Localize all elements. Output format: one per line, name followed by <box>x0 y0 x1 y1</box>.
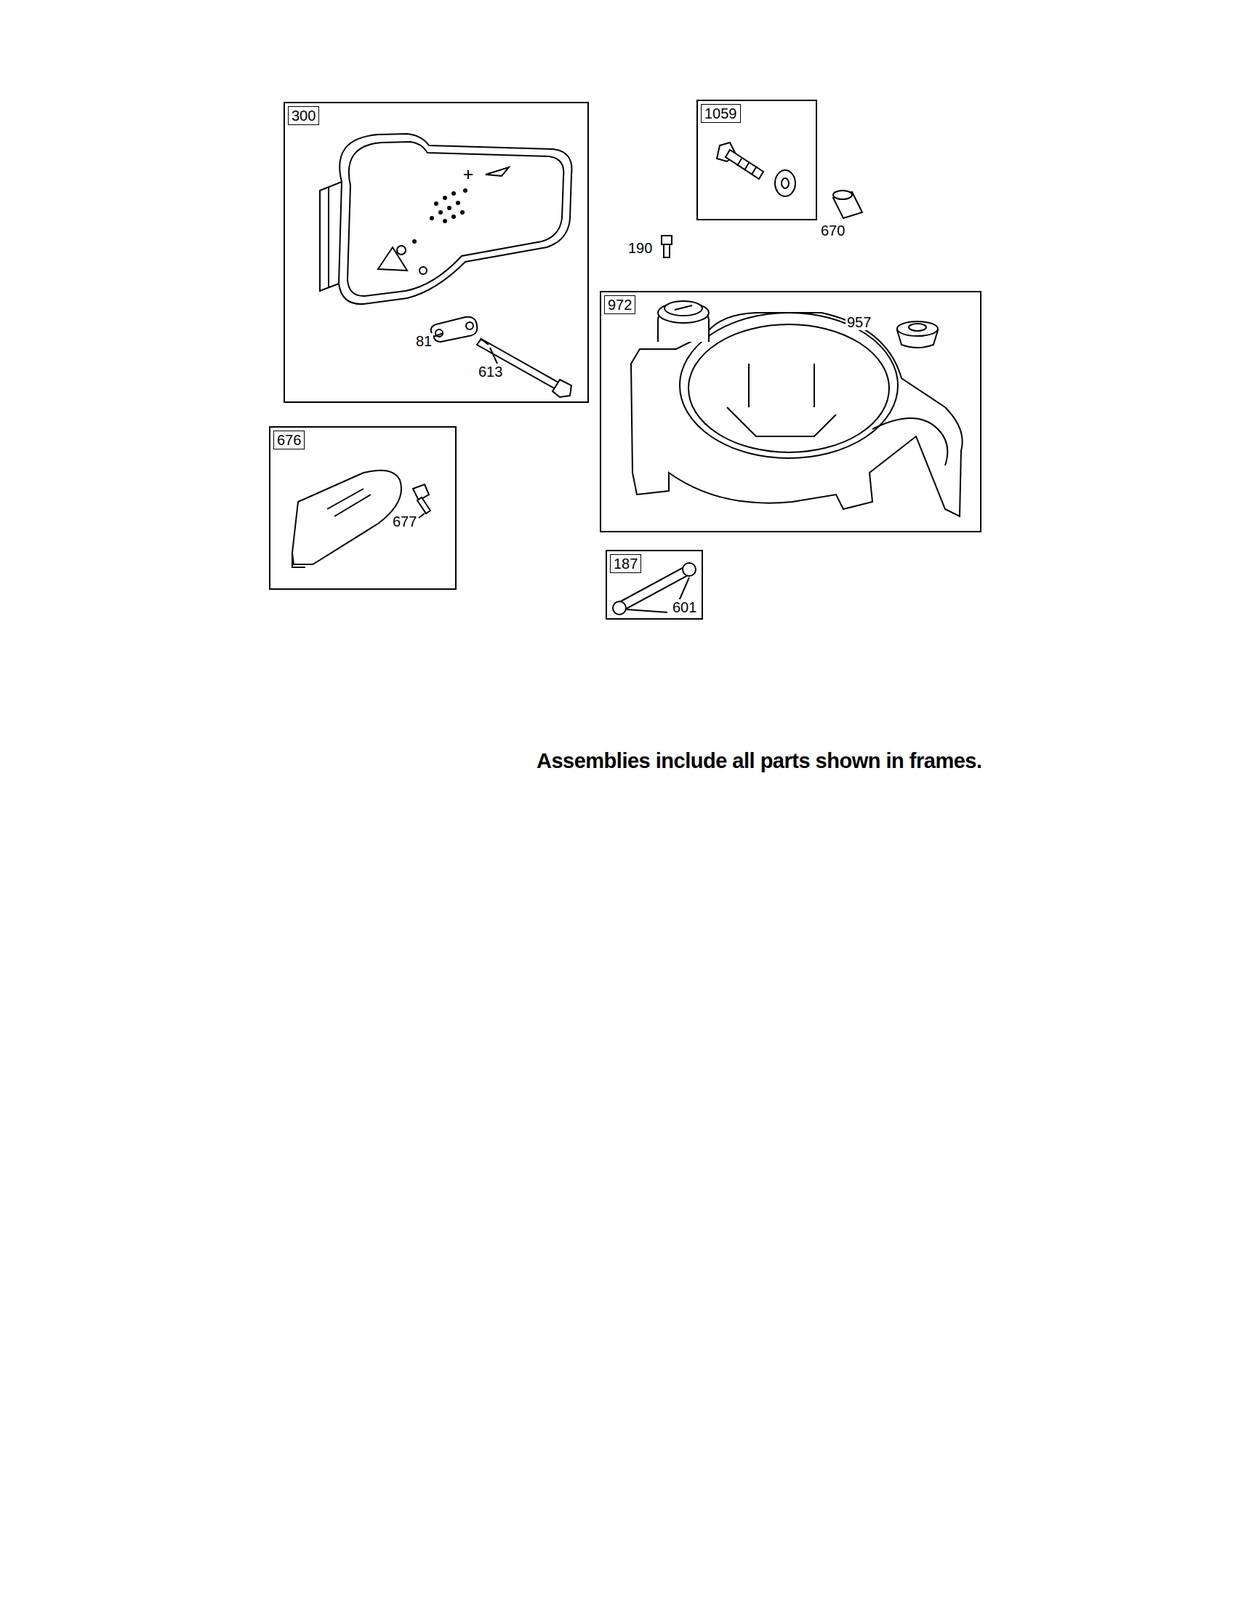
pin <box>661 235 672 258</box>
callout-number: 81 <box>414 332 434 349</box>
fuel-cap <box>897 321 938 348</box>
callout-number: 190 <box>626 239 654 256</box>
assembly-number: 972 <box>604 295 636 315</box>
gasket <box>431 316 477 342</box>
part-frame: 1059 <box>696 99 818 221</box>
part-frame: 187 601 <box>605 549 704 620</box>
callout-number: 670 <box>819 222 847 239</box>
caption-note: Assemblies include all parts shown in fr… <box>536 748 982 773</box>
callout-number: 613 <box>476 363 504 380</box>
heat-shield <box>292 470 402 568</box>
assembly-number: 187 <box>609 553 642 573</box>
callout-number: 677 <box>391 513 419 530</box>
bolt <box>476 338 572 397</box>
part-frame: 972 957 <box>599 290 982 533</box>
fuel-tank <box>631 300 963 517</box>
callout-number: 601 <box>671 599 698 616</box>
leader-line <box>433 332 444 337</box>
assembly-number: 676 <box>273 430 305 450</box>
assembly-number: 1059 <box>700 103 741 123</box>
bolt-washer <box>716 142 796 197</box>
part-frame: 300 81 613 <box>283 101 589 403</box>
spacer <box>833 190 863 219</box>
leader-line <box>418 513 425 518</box>
callout-number: 957 <box>845 314 873 331</box>
screw <box>412 484 431 514</box>
muffler <box>319 133 572 304</box>
part-frame: 676 677 <box>268 426 457 590</box>
assembly-number: 300 <box>287 106 320 126</box>
leader-line <box>490 347 498 364</box>
